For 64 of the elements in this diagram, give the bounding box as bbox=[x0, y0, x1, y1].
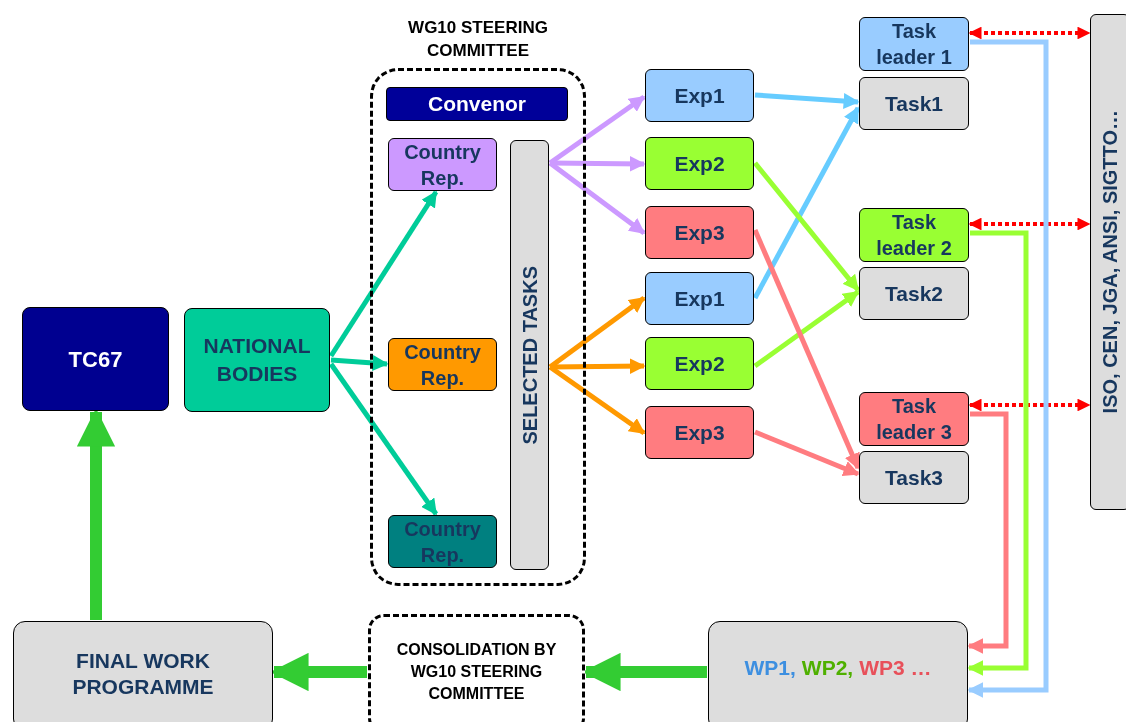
task-box bbox=[859, 77, 969, 130]
box-label: Exp2 bbox=[674, 350, 725, 377]
role-box bbox=[386, 87, 568, 121]
box-label: FINAL WORK PROGRAMME bbox=[71, 648, 215, 700]
arrow bbox=[968, 217, 1091, 231]
vertical-label: ISO, CEN, JGA, ANSI, SIGTTO… bbox=[1098, 110, 1122, 414]
arrow bbox=[328, 190, 439, 358]
work-package-label: WP2, bbox=[801, 655, 854, 681]
box-label: Exp3 bbox=[674, 419, 725, 446]
expert-box bbox=[645, 137, 754, 190]
dashed-box bbox=[368, 614, 585, 722]
expert-box bbox=[645, 337, 754, 390]
arrow bbox=[330, 355, 389, 371]
arrow bbox=[754, 92, 860, 109]
arrow bbox=[754, 429, 860, 477]
arrow bbox=[967, 230, 1029, 676]
box-label: Exp1 bbox=[674, 285, 725, 312]
country-box bbox=[388, 338, 497, 391]
arrow bbox=[967, 39, 1049, 698]
box-label: Exp3 bbox=[674, 219, 725, 246]
leader-box bbox=[859, 17, 969, 71]
box-label: Task leader 2 bbox=[875, 210, 953, 261]
process-box bbox=[184, 308, 330, 412]
arrow bbox=[968, 26, 1091, 40]
box-label: Task leader 1 bbox=[875, 19, 953, 70]
box-label: Exp2 bbox=[674, 150, 725, 177]
vertical-label: SELECTED TASKS bbox=[517, 265, 542, 445]
result-box bbox=[13, 621, 273, 722]
vertical-bar bbox=[1090, 14, 1126, 510]
group-heading: WG10 STEERING COMMITTEE bbox=[407, 17, 549, 62]
box-label: Country Rep. bbox=[403, 516, 482, 567]
work-package-box bbox=[708, 621, 968, 722]
box-label: Exp1 bbox=[674, 82, 725, 109]
arrow bbox=[328, 362, 439, 516]
box-label: Country Rep. bbox=[403, 339, 482, 390]
box-label: Task1 bbox=[885, 90, 943, 117]
expert-box bbox=[645, 272, 754, 325]
box-label: Task2 bbox=[885, 280, 943, 307]
committee-box bbox=[22, 307, 169, 411]
leader-box bbox=[859, 392, 969, 446]
country-box bbox=[388, 138, 497, 191]
box-label: Task3 bbox=[885, 464, 943, 491]
task-box bbox=[859, 451, 969, 504]
work-package-label: WP1, bbox=[744, 655, 796, 681]
arrow bbox=[967, 411, 1009, 654]
arrow bbox=[752, 106, 861, 300]
work-package-label: WP3 … bbox=[859, 655, 932, 681]
arrow bbox=[753, 161, 860, 292]
expert-box bbox=[645, 406, 754, 459]
arrow bbox=[753, 289, 860, 369]
box-label: NATIONAL BODIES bbox=[202, 333, 312, 387]
task-box bbox=[859, 267, 969, 320]
vertical-bar bbox=[510, 140, 549, 570]
box-label: Convenor bbox=[428, 91, 526, 118]
arrow bbox=[752, 229, 861, 470]
box-label: Task leader 3 bbox=[875, 394, 953, 445]
box-label: TC67 bbox=[68, 345, 123, 374]
box-label: Country Rep. bbox=[403, 139, 482, 190]
expert-box bbox=[645, 206, 754, 259]
expert-box bbox=[645, 69, 754, 122]
leader-box bbox=[859, 208, 969, 262]
arrow bbox=[968, 398, 1091, 412]
box-label: CONSOLIDATION BY WG10 STEERING COMMITTEE bbox=[395, 640, 558, 704]
country-box bbox=[388, 515, 497, 568]
